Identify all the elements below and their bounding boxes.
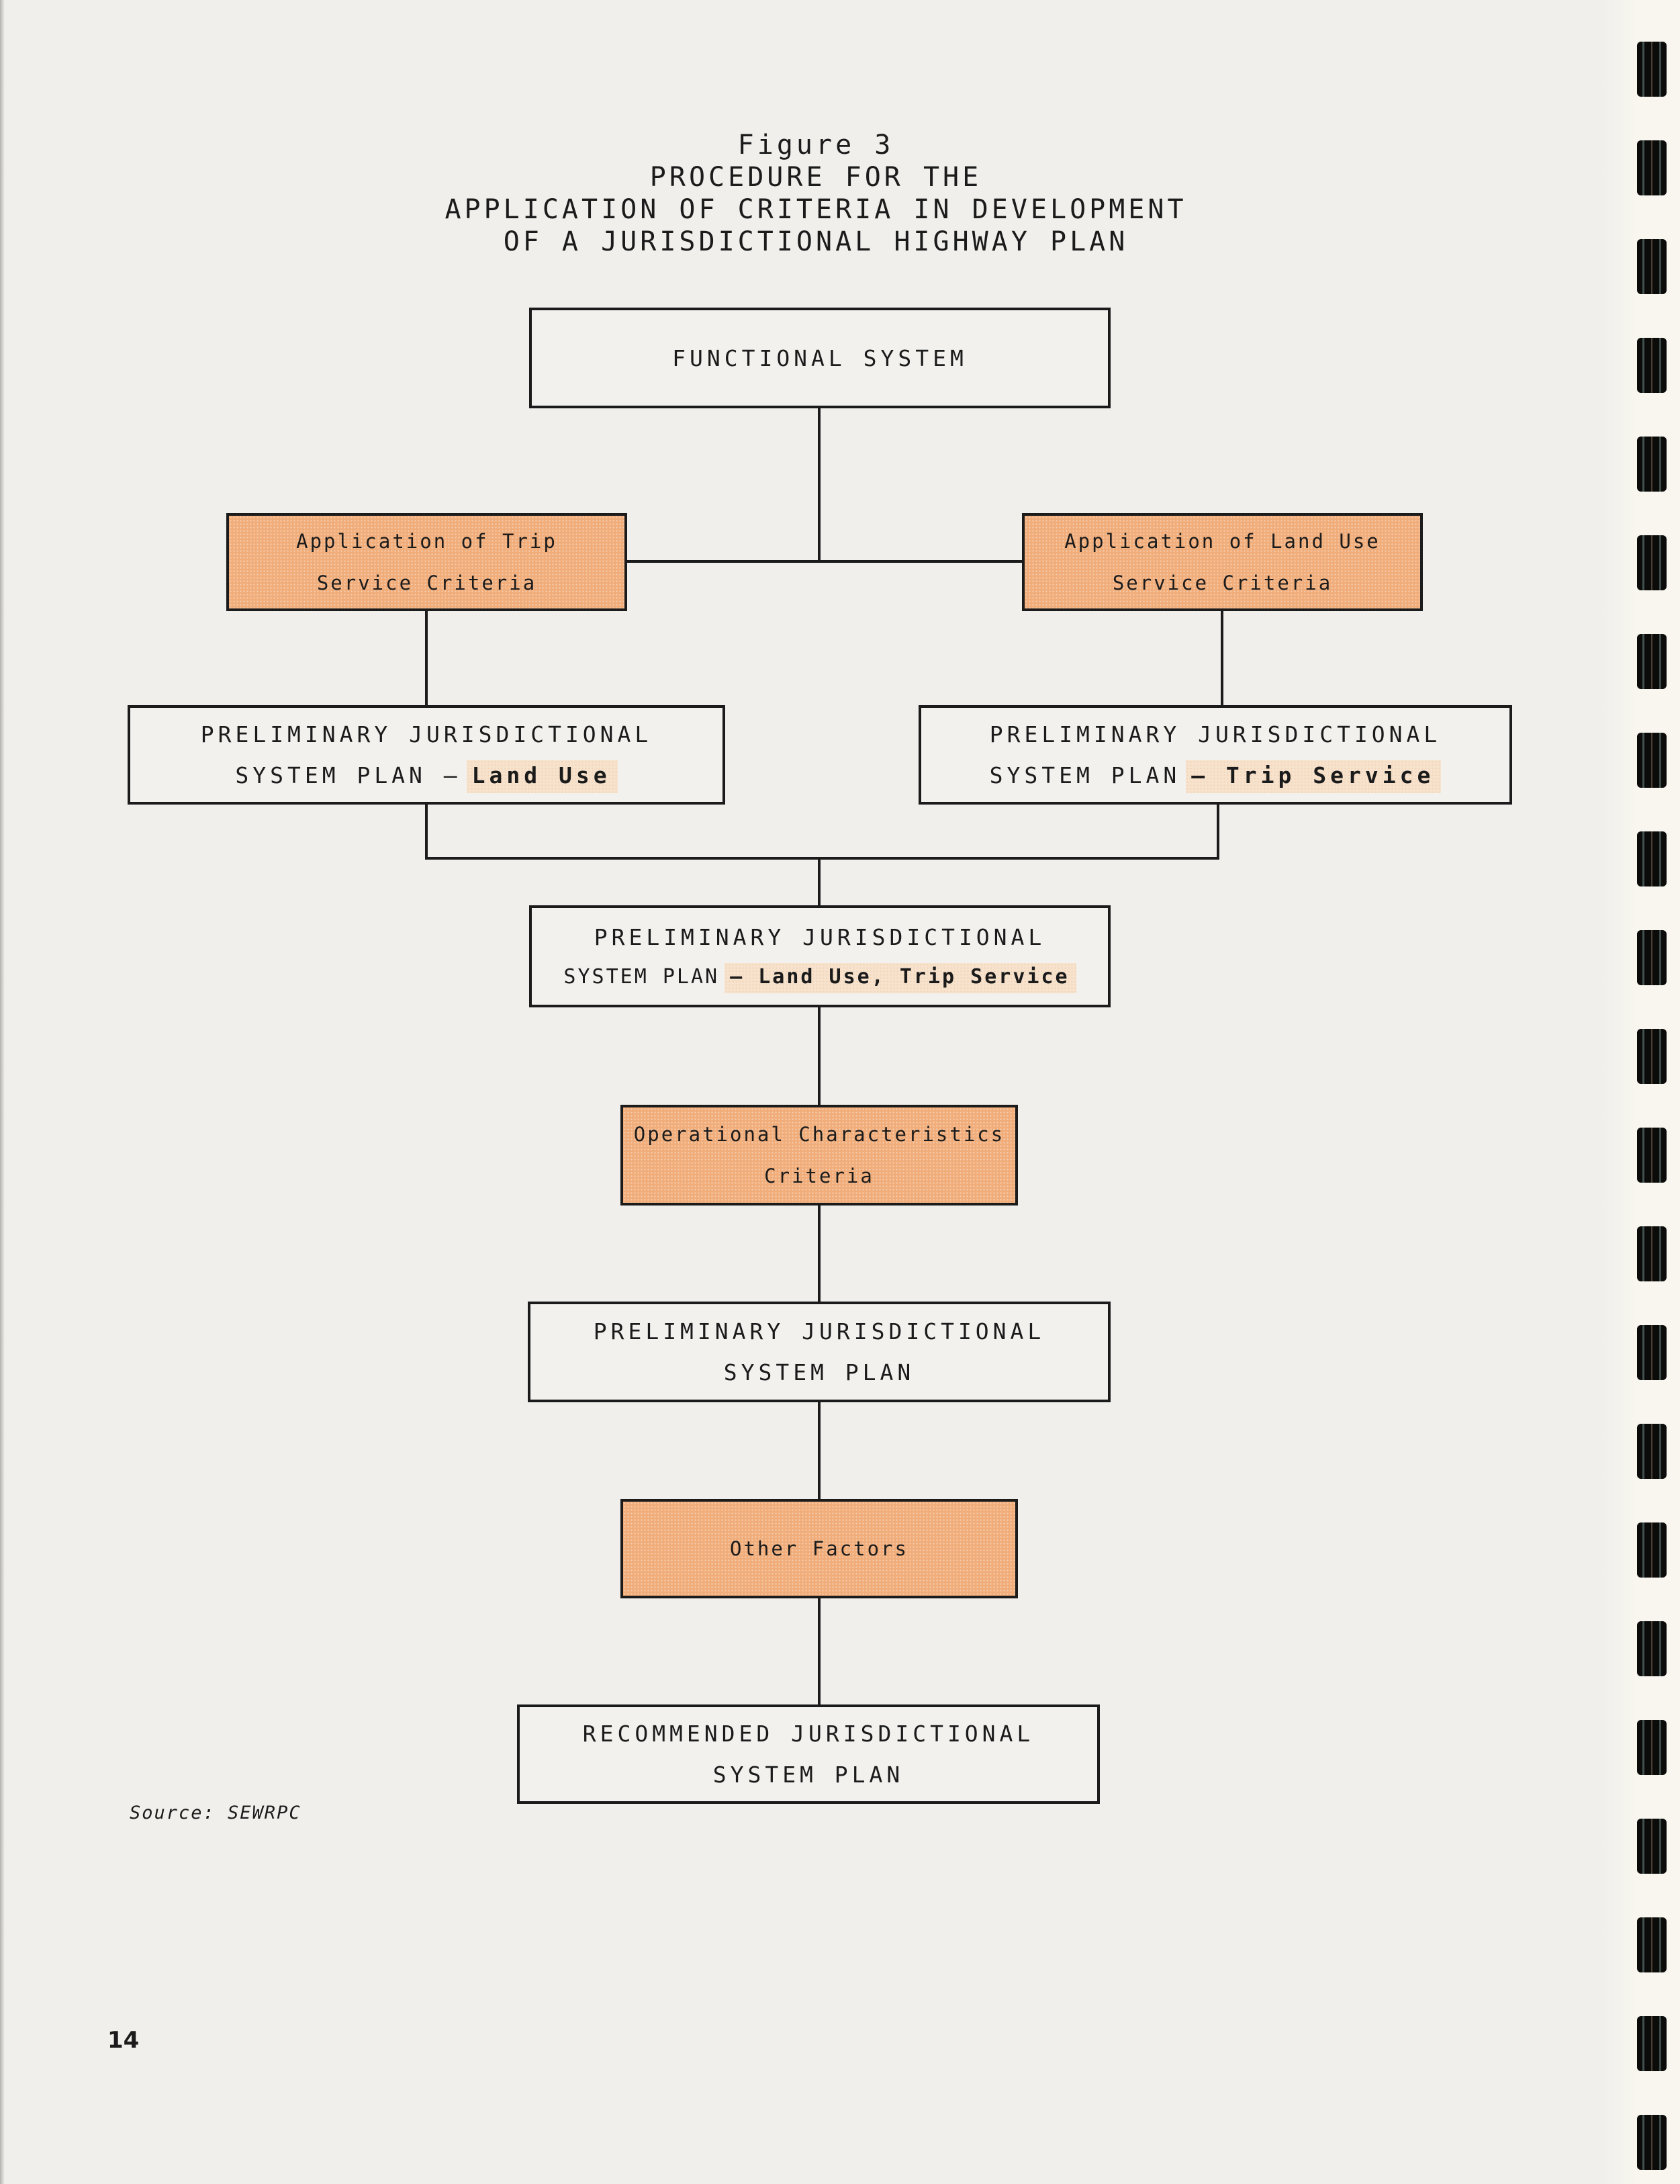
binding-hole <box>1637 42 1667 97</box>
node-label-line1: RECOMMENDED JURISDICTIONAL <box>582 1721 1035 1747</box>
binding-hole <box>1637 733 1667 788</box>
connector-line <box>818 1204 821 1303</box>
node-label-line2: SYSTEM PLAN –Land Use <box>235 760 618 793</box>
node-label-line2: Criteria <box>764 1165 874 1187</box>
binding-hole <box>1637 437 1667 492</box>
connector-line <box>818 858 821 907</box>
binding-hole <box>1637 535 1667 590</box>
node-land-use-criteria: Application of Land Use Service Criteria <box>1022 513 1423 611</box>
node-prelim-plan-trip-service: PRELIMINARY JURISDICTIONAL SYSTEM PLAN– … <box>919 705 1512 805</box>
connector-line <box>1217 803 1219 860</box>
figure-title: Figure 3 PROCEDURE FOR THE APPLICATION O… <box>445 129 1186 258</box>
binding-hole <box>1637 1128 1667 1183</box>
line2-prefix: SYSTEM PLAN – <box>235 762 461 788</box>
figure-label: Figure 3 <box>737 130 894 161</box>
node-label-line1: PRELIMINARY JURISDICTIONAL <box>594 924 1046 950</box>
binding-hole <box>1637 1325 1667 1380</box>
node-label-line2: Service Criteria <box>1112 572 1333 594</box>
line2-prefix: SYSTEM PLAN <box>563 965 720 989</box>
node-prelim-plan-combined: PRELIMINARY JURISDICTIONAL SYSTEM PLAN– … <box>529 905 1111 1007</box>
binding-hole <box>1637 2016 1667 2071</box>
source-note: Source: SEWRPC <box>130 1803 301 1823</box>
binding-hole <box>1637 239 1667 294</box>
binding-hole <box>1637 930 1667 985</box>
node-label-line1: PRELIMINARY JURISDICTIONAL <box>989 721 1442 747</box>
node-label-line2: SYSTEM PLAN– Trip Service <box>989 760 1442 793</box>
binding-hole <box>1637 1424 1667 1479</box>
binding-hole <box>1637 1720 1667 1775</box>
node-label-line2: SYSTEM PLAN– Land Use, Trip Service <box>563 963 1076 993</box>
node-other-factors: Other Factors <box>620 1499 1018 1598</box>
node-recommended-plan: RECOMMENDED JURISDICTIONAL SYSTEM PLAN <box>517 1704 1100 1804</box>
node-label-line1: Application of Land Use <box>1064 530 1381 553</box>
connector-line <box>818 1401 821 1500</box>
binding-strip <box>1601 0 1680 2184</box>
connector-line <box>425 857 1219 860</box>
node-label: FUNCTIONAL SYSTEM <box>672 345 968 371</box>
node-label: Other Factors <box>730 1537 908 1560</box>
node-label-line2: SYSTEM PLAN <box>723 1359 915 1385</box>
node-trip-service-criteria: Application of Trip Service Criteria <box>226 513 627 611</box>
connector-line <box>818 407 821 563</box>
node-label-line1: PRELIMINARY JURISDICTIONAL <box>593 1318 1045 1345</box>
connector-line <box>1221 610 1223 707</box>
highlight-trip-service: – Trip Service <box>1186 760 1442 793</box>
node-prelim-plan-land-use: PRELIMINARY JURISDICTIONAL SYSTEM PLAN –… <box>128 705 725 805</box>
node-label-line2: SYSTEM PLAN <box>712 1762 904 1788</box>
binding-hole <box>1637 140 1667 195</box>
binding-hole <box>1637 634 1667 689</box>
connector-line <box>818 1597 821 1706</box>
node-label-line2: Service Criteria <box>316 572 537 594</box>
node-label-line1: Operational Characteristics <box>633 1123 1005 1146</box>
binding-hole <box>1637 1522 1667 1578</box>
title-line-2: APPLICATION OF CRITERIA IN DEVELOPMENT <box>445 194 1187 225</box>
binding-hole <box>1637 1819 1667 1874</box>
node-functional-system: FUNCTIONAL SYSTEM <box>529 308 1111 408</box>
page-number: 14 <box>107 2027 140 2054</box>
node-prelim-system-plan: PRELIMINARY JURISDICTIONAL SYSTEM PLAN <box>528 1302 1111 1402</box>
binding-hole <box>1637 338 1667 393</box>
title-line-3: OF A JURISDICTIONAL HIGHWAY PLAN <box>503 226 1129 257</box>
binding-hole <box>1637 1029 1667 1084</box>
binding-hole <box>1637 1621 1667 1676</box>
node-operational-criteria: Operational Characteristics Criteria <box>620 1105 1018 1205</box>
binding-hole <box>1637 1226 1667 1281</box>
connector-line <box>425 803 428 860</box>
title-line-1: PROCEDURE FOR THE <box>649 162 982 193</box>
connector-line <box>425 610 428 707</box>
node-label-line1: PRELIMINARY JURISDICTIONAL <box>200 721 653 747</box>
connector-line <box>818 1006 821 1106</box>
connector-line <box>627 560 1022 563</box>
line2-prefix: SYSTEM PLAN <box>989 762 1181 788</box>
binding-hole <box>1637 1917 1667 1972</box>
highlight-land-use: Land Use <box>466 760 618 793</box>
binding-hole <box>1637 831 1667 886</box>
node-label-line1: Application of Trip <box>296 530 557 553</box>
highlight-land-use-trip-service: – Land Use, Trip Service <box>725 963 1076 993</box>
binding-hole <box>1637 2115 1667 2170</box>
